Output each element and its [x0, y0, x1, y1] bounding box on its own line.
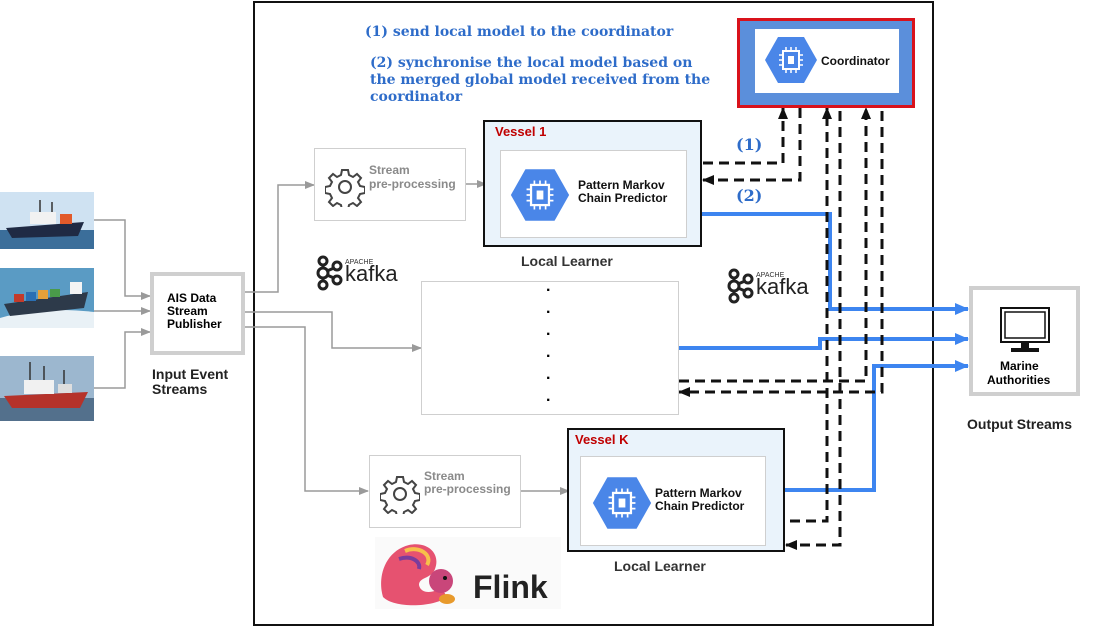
kafka-icon [727, 268, 754, 304]
note-sync-line-1: (2) synchronise the local model based on [370, 55, 693, 71]
publisher-line-3: Publisher [167, 317, 222, 331]
vessel1-sync-model [702, 108, 802, 185]
stream-preprocessing-2: Stream pre-processing [369, 455, 521, 528]
note-send-model: (1) send local model to the coordinator [365, 24, 674, 40]
vessel1-to-marine [701, 212, 969, 315]
vessel-1-predictor-line-1: Pattern Markov [578, 178, 665, 192]
input-caption-line-2: Streams [152, 381, 208, 397]
vessel-k-caption: Local Learner [614, 558, 706, 574]
coordinator-box: Coordinator [737, 18, 915, 108]
stream-preprocessing-1: Stream pre-processing [314, 148, 466, 221]
middle-send-model [679, 107, 871, 383]
preprocess-label-1b: pre-processing [369, 177, 456, 191]
kafka-word: kafka [345, 261, 398, 286]
output-caption: Output Streams [967, 416, 1073, 432]
sync-arrow-label: (2) [736, 186, 763, 205]
ellipsis-dot: . [546, 344, 551, 361]
intermediate-vessels-box: . . . . . . [421, 278, 679, 415]
vessel-k-title: Vessel K [575, 432, 629, 447]
ship-photo-container-ship [0, 268, 94, 328]
vessel-k-predictor-line-1: Pattern Markov [655, 486, 742, 500]
ellipsis-dot: . [546, 300, 551, 317]
chip-icon [510, 169, 570, 221]
preprocess-label-2b: pre-processing [424, 482, 511, 496]
marine-line-1: Marine [1000, 359, 1039, 373]
marine-authorities: Marine Authorities [969, 286, 1080, 396]
kafka-small-text: APACHE [345, 259, 374, 266]
gear-icon [325, 169, 365, 207]
ship-flow-3 [94, 328, 151, 389]
ellipsis-dot: . [546, 366, 551, 383]
distributed-learning-frame [253, 1, 934, 626]
vessel1-send-model [703, 107, 788, 165]
vessel-1-title: Vessel 1 [495, 124, 547, 139]
publisher-to-pre2 [245, 326, 369, 495]
coordinator-card: Coordinator [755, 29, 899, 93]
squirrel-icon [381, 544, 455, 606]
ellipsis-dot: . [546, 322, 551, 339]
note-sync-line-3: coordinator [370, 89, 463, 105]
middle-sync-model [678, 111, 884, 397]
monitor-icon [1000, 307, 1050, 352]
publisher-line-1: AIS Data [167, 291, 217, 305]
vessel-1-predictor-line-2: Chain Predictor [578, 191, 668, 205]
ais-stream-publisher: AIS Data Stream Publisher [150, 272, 245, 355]
vessel-1-predictor: Pattern Markov Chain Predictor [500, 150, 687, 238]
ship-photo-research-vessel [0, 192, 94, 249]
ellipsis-dot: . [546, 388, 551, 405]
ellipsis-dot: . [546, 278, 551, 295]
send-arrow-label: (1) [736, 135, 763, 154]
kafka-icon [316, 255, 343, 291]
flink-logo: Flink [375, 537, 561, 609]
vessel-k-predictor: Pattern Markov Chain Predictor [580, 456, 766, 546]
ship-photo-fishing-vessel [0, 356, 94, 421]
note-sync-line-2: the merged global model received from th… [370, 72, 711, 88]
preprocess-label-2a: Stream [424, 469, 465, 483]
coordinator-label: Coordinator [821, 54, 890, 68]
kafka-small-text: APACHE [756, 272, 785, 279]
vessel-1-caption: Local Learner [521, 253, 613, 269]
vesselk-sync-model [785, 111, 842, 550]
chip-icon [592, 477, 652, 529]
vessel-k-predictor-line-2: Chain Predictor [655, 499, 745, 513]
kafka-word: kafka [756, 274, 809, 299]
flink-word: Flink [473, 569, 548, 605]
chip-icon [765, 37, 817, 83]
vessel-1-learner: Vessel 1 Pattern Markov Chain Predictor [483, 120, 702, 247]
ship-flow-1 [94, 219, 151, 300]
vesselk-to-marine [784, 360, 969, 492]
gear-icon [380, 476, 420, 514]
input-caption-line-1: Input Event [152, 366, 229, 382]
vesselk-send-model [790, 107, 832, 523]
publisher-to-middle [245, 311, 422, 352]
preprocess-label-1a: Stream [369, 163, 410, 177]
vessel-k-learner: Vessel K Pattern Markov Chain Predictor [567, 428, 785, 552]
publisher-to-pre1 [245, 181, 315, 293]
marine-line-2: Authorities [987, 373, 1051, 387]
publisher-line-2: Stream [167, 304, 208, 318]
middle-to-marine [679, 333, 969, 350]
